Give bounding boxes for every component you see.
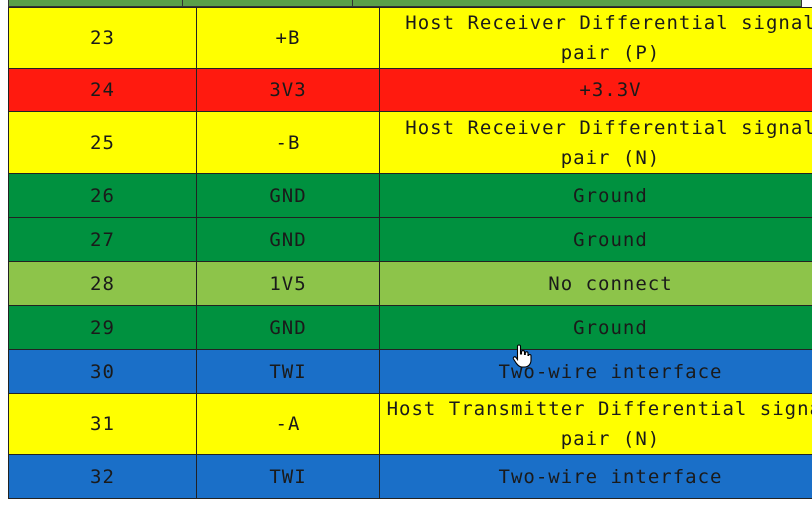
signal-name-cell: GND bbox=[196, 305, 380, 350]
pin-number-cell: 24 bbox=[8, 68, 197, 112]
description-cell: Host Receiver Differential signal pair (… bbox=[379, 7, 812, 69]
pin-number-cell: 27 bbox=[8, 217, 197, 262]
signal-name-cell: +B bbox=[196, 7, 380, 69]
signal-name-cell: 1V5 bbox=[196, 261, 380, 306]
description-cell: Two-wire interface bbox=[379, 454, 812, 499]
pin-number-cell: 28 bbox=[8, 261, 197, 306]
description-cell: No connect bbox=[379, 261, 812, 306]
previous-row-edge bbox=[8, 0, 802, 7]
hand-pointer-icon bbox=[512, 344, 532, 368]
pin-number-cell: 25 bbox=[8, 111, 197, 174]
pin-number-cell: 31 bbox=[8, 393, 197, 455]
pin-number-cell: 26 bbox=[8, 173, 197, 218]
pin-number-cell: 23 bbox=[8, 7, 197, 69]
description-cell: +3.3V bbox=[379, 68, 812, 112]
pin-number-cell: 29 bbox=[8, 305, 197, 350]
description-cell: Host Receiver Differential signal pair (… bbox=[379, 111, 812, 174]
signal-name-cell: 3V3 bbox=[196, 68, 380, 112]
signal-name-cell: -B bbox=[196, 111, 380, 174]
signal-name-cell: TWI bbox=[196, 454, 380, 499]
description-cell: Two-wire interface bbox=[379, 349, 812, 394]
signal-name-cell: TWI bbox=[196, 349, 380, 394]
pin-number-cell: 32 bbox=[8, 454, 197, 499]
description-cell: Ground bbox=[379, 173, 812, 218]
signal-name-cell: -A bbox=[196, 393, 380, 455]
pin-number-cell: 30 bbox=[8, 349, 197, 394]
description-cell: Ground bbox=[379, 217, 812, 262]
description-cell: Host Transmitter Differential signal pai… bbox=[379, 393, 812, 455]
description-cell: Ground bbox=[379, 305, 812, 350]
signal-name-cell: GND bbox=[196, 217, 380, 262]
signal-name-cell: GND bbox=[196, 173, 380, 218]
